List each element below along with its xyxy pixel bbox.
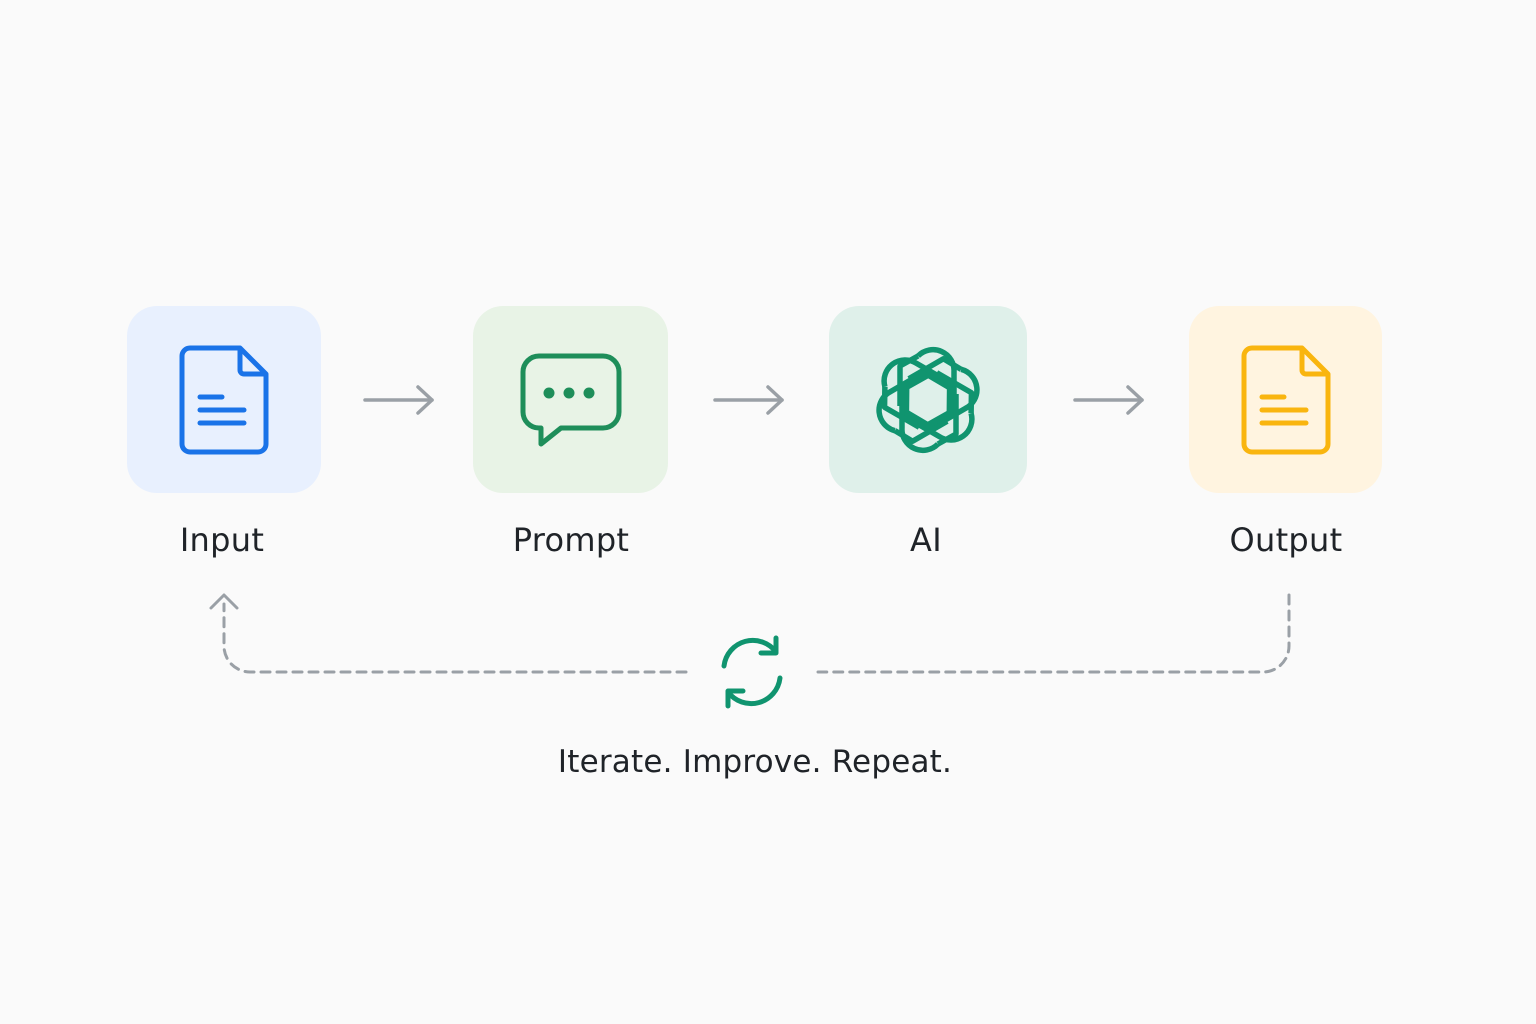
input-label: Input [179, 521, 265, 559]
chat-bubble-icon [520, 353, 621, 446]
refresh-icon [721, 635, 783, 709]
feedback-connector-left [222, 602, 688, 674]
output-label: Output [1229, 521, 1343, 559]
arrow-up-icon [209, 593, 239, 610]
output-tile [1189, 306, 1382, 493]
document-icon [1241, 345, 1330, 454]
ai-label: AI [910, 521, 942, 559]
document-icon [179, 345, 269, 454]
loop-caption: Iterate. Improve. Repeat. [557, 744, 953, 780]
arrow-right-icon [713, 385, 784, 415]
arrow-right-icon [363, 385, 434, 415]
openai-logo-icon [876, 346, 980, 453]
ai-tile [829, 306, 1027, 493]
feedback-connector-right [816, 593, 1291, 674]
prompt-tile [473, 306, 668, 493]
input-tile [127, 306, 321, 493]
prompt-label: Prompt [512, 521, 630, 559]
arrow-right-icon [1073, 385, 1144, 415]
